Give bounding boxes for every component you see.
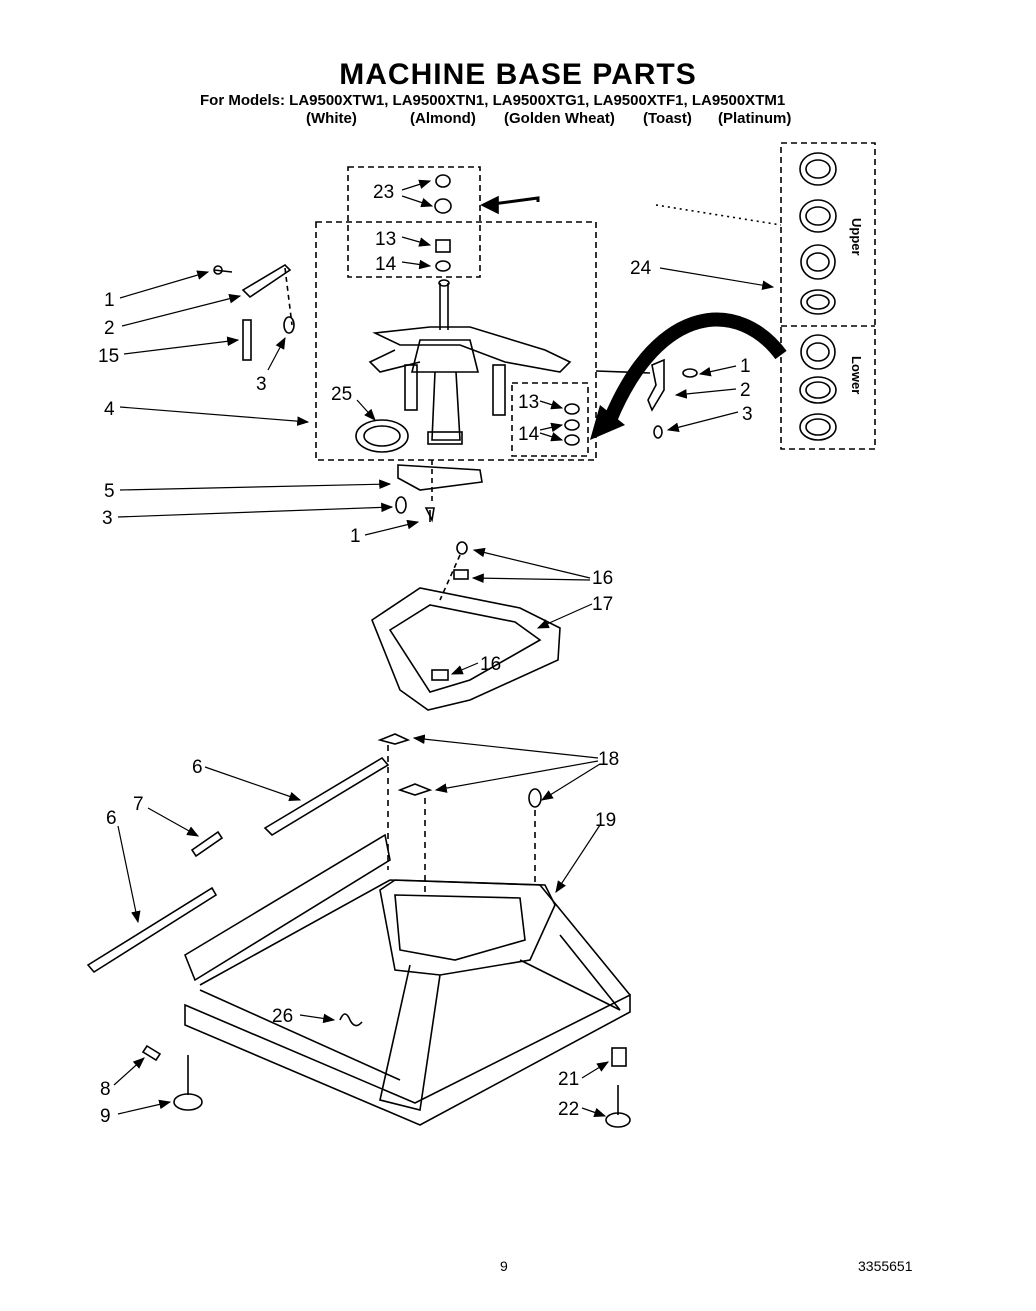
- part-25-seal: [355, 419, 409, 453]
- callout-8: 8: [100, 1079, 111, 1100]
- callout-1: 1: [104, 290, 115, 311]
- callout-3-lower: 3: [102, 508, 113, 529]
- callout-1-lower: 1: [350, 526, 361, 547]
- direction-arrow: [484, 196, 540, 207]
- part-13-14-spacers: [435, 239, 451, 272]
- color-almond: (Almond): [410, 110, 476, 127]
- leader-lines: [113, 179, 775, 1117]
- callout-4: 4: [104, 399, 115, 420]
- callout-3-right: 3: [742, 404, 753, 425]
- callout-2-right: 2: [740, 380, 751, 401]
- bearing-kit-upper-label: Upper: [849, 218, 864, 256]
- callout-5: 5: [104, 481, 115, 502]
- callout-9: 9: [100, 1106, 111, 1127]
- part-6-channel-upper: [263, 756, 390, 837]
- part-6-channel-lower: [86, 886, 218, 974]
- callout-14: 14: [375, 254, 397, 275]
- drive-assembly-box: [315, 221, 597, 461]
- callout-18: 18: [598, 749, 619, 770]
- bearing-kit-lower-label: Lower: [849, 356, 864, 394]
- callout-14-right: 14: [518, 424, 540, 445]
- callout-22: 22: [558, 1099, 579, 1120]
- bearing-kit-box: [780, 142, 876, 450]
- drive-assembly: [368, 279, 572, 445]
- document-number: 3355651: [858, 1258, 913, 1274]
- callout-6: 6: [192, 757, 203, 778]
- callout-1-right: 1: [740, 356, 751, 377]
- part-5-strap: [395, 460, 483, 523]
- callout-2: 2: [104, 318, 115, 339]
- callout-19: 19: [595, 810, 616, 831]
- callout-24: 24: [630, 258, 652, 279]
- part-7-spring: [190, 830, 224, 858]
- callout-23: 23: [373, 182, 394, 203]
- part-18-clips: [377, 733, 542, 895]
- callout-16: 16: [592, 568, 613, 589]
- bearing-kit-arrow: [603, 312, 787, 423]
- model-list: For Models: LA9500XTW1, LA9500XTN1, LA95…: [200, 92, 786, 109]
- part-8-9-leveling-foot: [141, 1044, 203, 1111]
- bearing-kit-parts: [799, 152, 837, 441]
- parts-13-14-right: [564, 403, 580, 446]
- callout-13: 13: [375, 229, 396, 250]
- callout-17: 17: [592, 594, 613, 615]
- callout-6-lower: 6: [106, 808, 117, 829]
- page-title: MACHINE BASE PARTS: [339, 58, 697, 91]
- parts-23-13-14-box: [347, 166, 481, 278]
- color-golden-wheat: (Golden Wheat): [504, 110, 615, 127]
- callout-16-lower: 16: [480, 654, 501, 675]
- left-bracket-parts: [213, 263, 295, 361]
- part-21-22-foot: [605, 1047, 631, 1128]
- callout-26: 26: [272, 1006, 293, 1027]
- part-19-base-frame: [184, 833, 631, 1126]
- callout-15: 15: [98, 346, 119, 367]
- page-number: 9: [500, 1258, 508, 1274]
- callout-25: 25: [331, 384, 352, 405]
- part-17-frame: [371, 541, 561, 711]
- color-toast: (Toast): [643, 110, 692, 127]
- color-white: (White): [306, 110, 357, 127]
- callout-21: 21: [558, 1069, 579, 1090]
- callout-7: 7: [133, 794, 144, 815]
- part-23-grommets: [434, 174, 452, 214]
- callout-13-right: 13: [518, 392, 539, 413]
- part-26-clip: [339, 1013, 363, 1027]
- color-platinum: (Platinum): [718, 110, 792, 127]
- parts-13-14-box: [511, 382, 589, 457]
- callout-3: 3: [256, 374, 267, 395]
